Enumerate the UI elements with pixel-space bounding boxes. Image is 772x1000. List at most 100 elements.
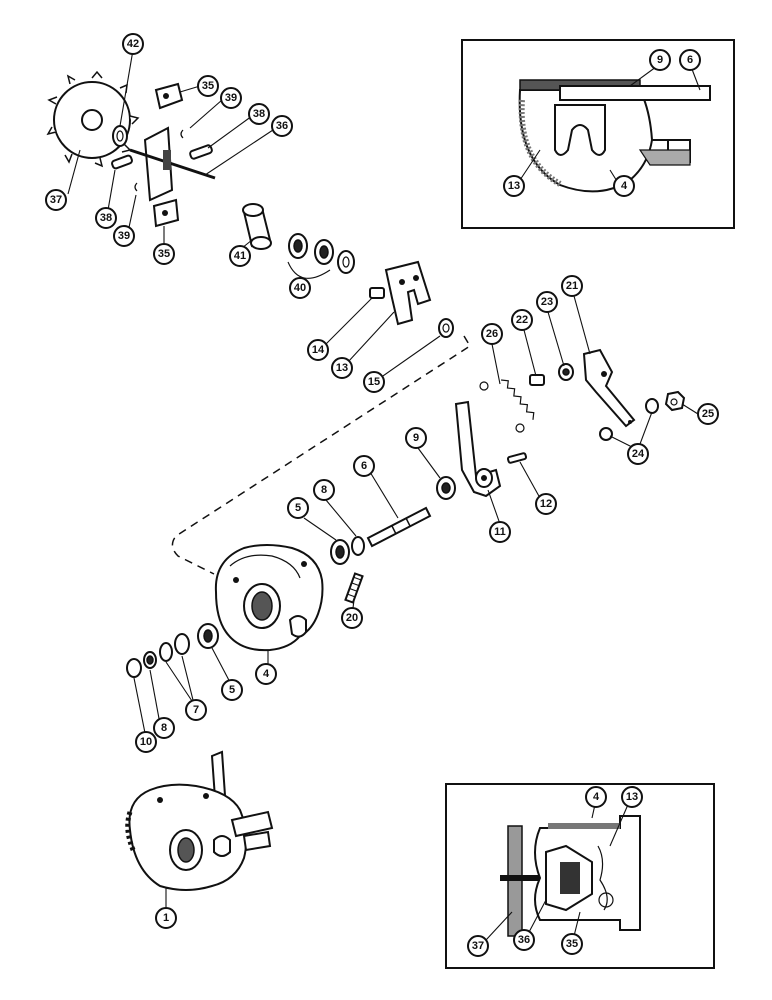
fork-group: 14 13 15 [307, 260, 454, 393]
callout: 21 [561, 275, 583, 297]
leader [609, 435, 635, 449]
leader [485, 911, 513, 941]
callout-label: 14 [312, 344, 325, 356]
stud-20 [344, 572, 364, 604]
callout-label: 40 [294, 282, 306, 294]
leader [491, 343, 501, 385]
plug-10 [126, 658, 142, 678]
callout: 38 [95, 207, 117, 229]
pin-38-right [189, 144, 213, 160]
callout-label: 4 [593, 791, 600, 803]
callout: 13 [331, 357, 353, 379]
callout-label: 35 [158, 248, 170, 260]
clip-39-top [180, 129, 184, 139]
leader [519, 461, 541, 499]
callout: 13 [503, 175, 525, 197]
callout-label: 36 [518, 934, 530, 946]
clip-39-bottom [134, 182, 138, 192]
ring-7a [174, 633, 190, 655]
callout: 41 [229, 245, 251, 267]
callout-label: 38 [253, 108, 265, 120]
washer-42-hole [116, 130, 124, 142]
callout-label: 1 [163, 912, 169, 924]
leader [107, 169, 116, 211]
callout: 11 [489, 521, 511, 543]
leader [417, 447, 441, 479]
leader [609, 799, 631, 847]
inset-top-housing-hatch [518, 99, 562, 187]
callout: 9 [405, 427, 427, 449]
leader [547, 311, 565, 367]
inset-top-boss [638, 149, 691, 166]
callout-label: 8 [161, 722, 167, 734]
callout-label: 21 [566, 280, 578, 292]
inset-bottom-fork [597, 845, 608, 911]
callout: 40 [289, 277, 311, 299]
callout: 42 [122, 33, 144, 55]
pin-38-left [111, 154, 133, 170]
callout-label: 6 [361, 460, 367, 472]
callout-label: 12 [540, 498, 552, 510]
leader [204, 127, 277, 176]
callout-label: 6 [687, 54, 693, 66]
callout-label: 23 [541, 296, 553, 308]
callout-label: 24 [632, 448, 645, 460]
shaft-6 [366, 506, 432, 548]
spool-and-bearings: 41 40 [229, 203, 355, 299]
callout-label: 4 [621, 180, 628, 192]
leader [523, 329, 537, 377]
callout: 14 [307, 339, 329, 361]
callout: 6 [679, 49, 701, 71]
callout: 6 [353, 455, 375, 477]
leader [527, 899, 547, 935]
leader [681, 403, 699, 415]
callout: 4 [613, 175, 635, 197]
leader [189, 99, 223, 129]
assembled-unit: 1 [125, 750, 274, 929]
callout-label: 13 [626, 791, 638, 803]
callout: 12 [535, 493, 557, 515]
housing-boss [288, 615, 307, 638]
lever-21 [582, 348, 636, 428]
washer-24a [645, 398, 659, 414]
leader [573, 295, 591, 355]
fork-13 [384, 260, 432, 326]
washer-42 [112, 125, 128, 147]
callout-label: 36 [276, 120, 288, 132]
callout: 1 [155, 907, 177, 929]
callout: 36 [271, 115, 293, 137]
callout-label: 39 [118, 230, 130, 242]
inset-top-fork [554, 104, 606, 156]
callout: 4 [585, 786, 607, 808]
bracket-block [163, 150, 171, 170]
leader [133, 677, 147, 739]
callout: 37 [467, 935, 489, 957]
callout-label: 9 [657, 54, 663, 66]
leader [165, 655, 195, 705]
callout-label: 22 [516, 314, 528, 326]
leader [347, 311, 395, 363]
sprocket-assembly: 42 35 39 38 36 37 38 39 35 [45, 33, 293, 265]
callout-label: 35 [566, 938, 578, 950]
callout: 20 [341, 607, 363, 629]
callout: 4 [255, 663, 277, 685]
leader [207, 115, 253, 149]
callout-label: 26 [486, 328, 498, 340]
callout-label: 42 [127, 38, 139, 50]
screw-14 [369, 287, 385, 299]
inset-bottom-core [560, 862, 580, 894]
inset-bottom-cutaway: 4 13 37 36 35 [445, 783, 715, 969]
leader [149, 669, 161, 725]
callout-label: 15 [368, 376, 380, 388]
callout: 10 [135, 731, 157, 753]
callout-label: 10 [140, 736, 152, 748]
callout: 5 [287, 497, 309, 519]
callout: 23 [536, 291, 558, 313]
leader [303, 517, 337, 541]
callout: 35 [153, 243, 175, 265]
callout: 25 [697, 403, 719, 425]
callout: 8 [153, 717, 175, 739]
shaft-36 [129, 148, 216, 180]
housing-group: 5 8 20 4 5 7 8 10 [126, 479, 365, 753]
callout: 37 [45, 189, 67, 211]
